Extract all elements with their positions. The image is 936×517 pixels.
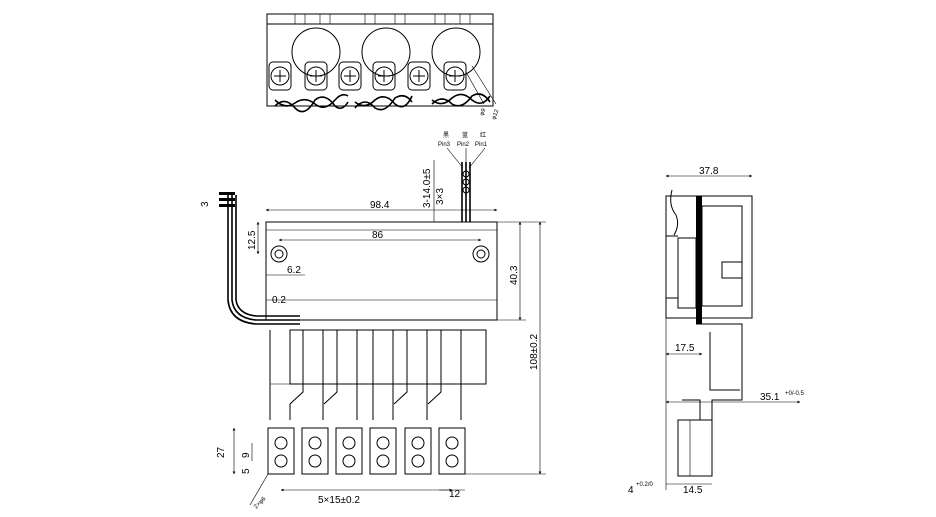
dim-hole-edge: 6.2 [287,265,301,276]
dim-gap: 0.2 [272,295,286,306]
twisted-wires [274,93,491,113]
terminal-blocks [267,427,466,475]
dim-side-depth-tol: +0/-0.5 [785,391,805,397]
pin-labels: 黑 蓝 红 Pin3 Pin2 Pin1 [438,131,488,169]
dim-side-offset: 17.5 [675,343,695,354]
dim-hole-top: 12.5 [247,230,258,250]
dim-side-foot-tol: +0.2/0 [636,482,654,488]
dim-phi12: φ12 [491,108,500,121]
dim-term-hole-b: 5 [241,468,252,474]
dim-width-overall: 98.4 [370,200,390,211]
dim-wire-gap: 3 [200,201,211,207]
dim-phi9: φ9 [479,107,487,116]
dim-term-hole-a: 9 [241,452,252,458]
top-view: φ9 φ12 [266,13,501,121]
top-wires [461,162,471,222]
dim-side-foot-w: 14.5 [683,485,703,496]
pin3-color: 黑 [443,132,449,139]
dim-wire-count: 3×3 [435,188,446,205]
pin3-label: Pin3 [438,142,451,148]
left-wires [219,192,300,325]
dim-body-height: 40.3 [509,265,520,285]
dim-side-width: 37.8 [699,166,719,177]
screw-row [268,61,467,91]
front-view: 98.4 86 12.5 6.2 0.2 40.3 108±0.2 3 3-14… [200,160,546,510]
pin1-label: Pin1 [475,142,488,148]
dim-pitch: 5×15±0.2 [318,495,360,506]
dim-term-height: 27 [216,446,227,458]
dim-hole-spacing: 86 [372,230,384,241]
dim-side-depth: 35.1 [760,392,780,403]
pin2-color: 蓝 [462,131,468,139]
dim-side-foot: 4 [628,485,634,496]
pin1-color: 红 [480,131,486,139]
dim-overall-height: 108±0.2 [529,333,540,370]
dim-wire-len: 3-14.0±5 [422,168,433,208]
side-view: 37.8 17.5 35.1 +0/-0.5 4 +0.2/0 14.5 [628,166,805,496]
dim-hole-dia: 2×φ6 [253,496,268,511]
pin2-label: Pin2 [457,142,470,148]
dim-term-width: 12 [449,489,461,500]
terminal-legs [269,330,486,420]
